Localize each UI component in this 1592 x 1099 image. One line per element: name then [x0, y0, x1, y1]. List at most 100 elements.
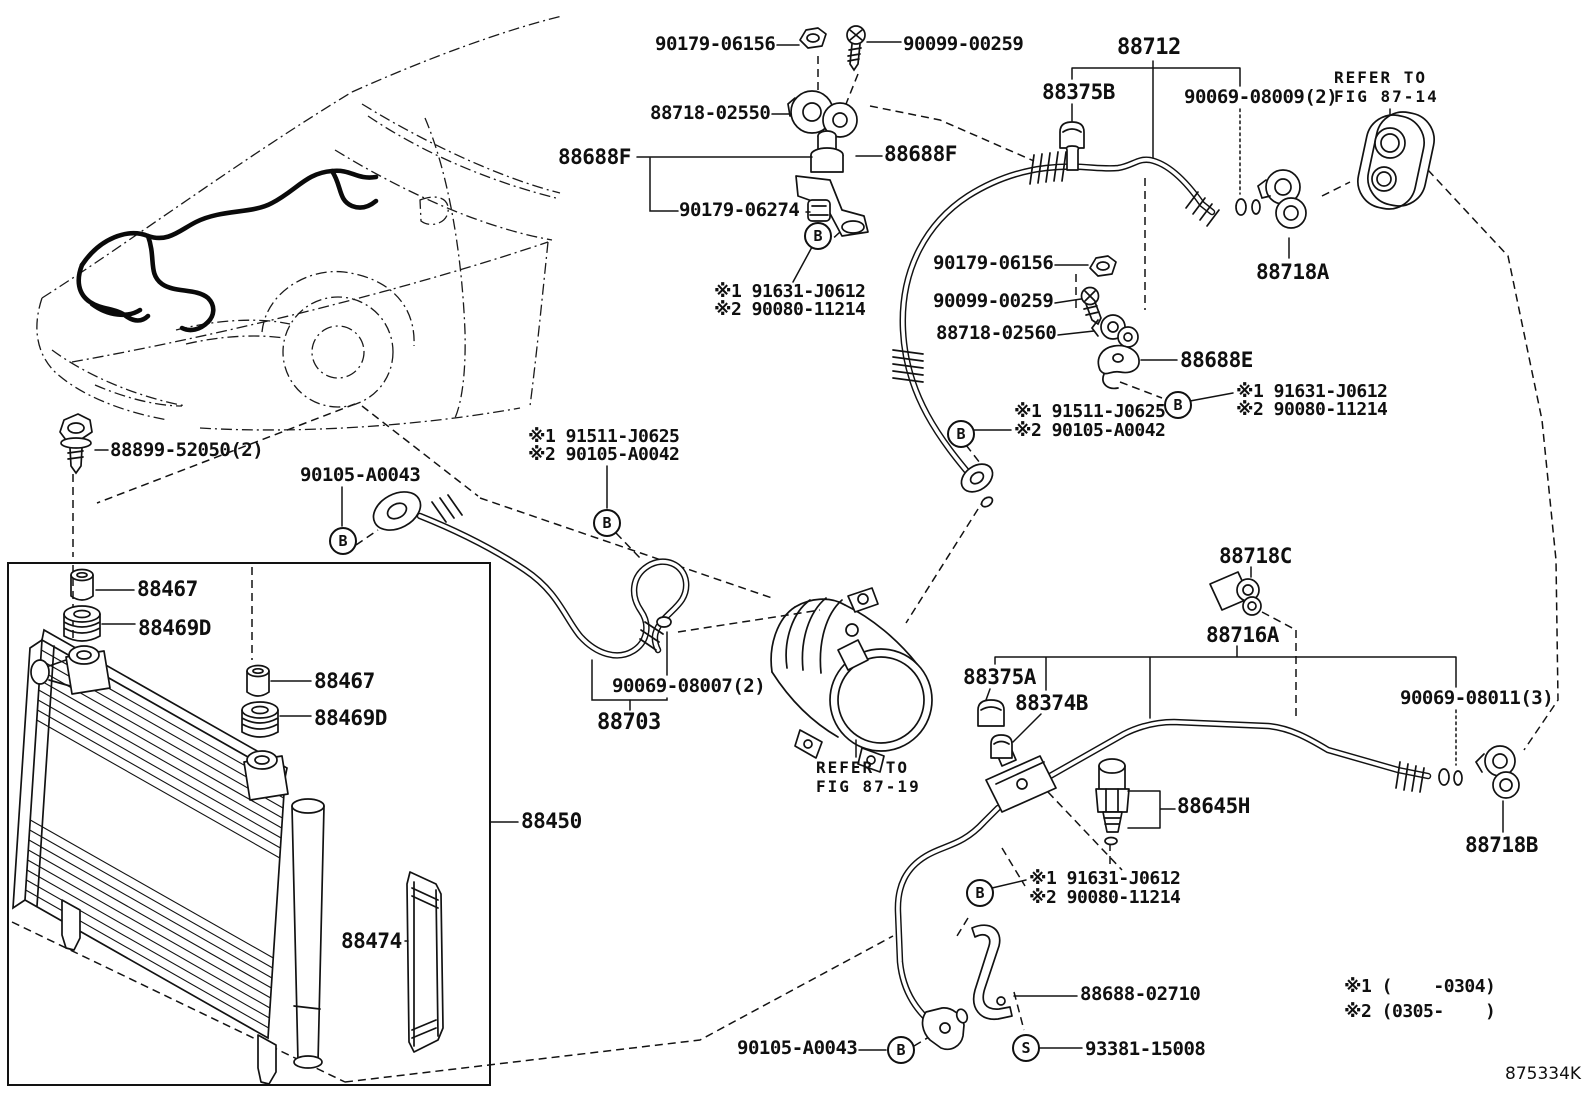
part-label: 88718C [1219, 544, 1292, 568]
part-label: ※1 91631-J0612 [1236, 381, 1388, 402]
part-label: 88467 [137, 577, 198, 601]
callout-b: B [1164, 391, 1192, 419]
part-label: ※1 91511-J0625 [1014, 401, 1166, 422]
o-ring-90069-08011-1 [1438, 768, 1450, 786]
o-ring-90069-08009-2 [1251, 199, 1261, 215]
part-label: ※1 91511-J0625 [528, 426, 680, 447]
clamp-88718-02550 [787, 90, 858, 138]
callout-b: B [966, 879, 994, 907]
valve-88688f [795, 130, 869, 237]
liquid-pipe-88716a [894, 718, 1463, 1051]
part-label: REFER TO [1334, 68, 1428, 87]
seal-88474 [406, 871, 444, 1053]
clamp-88718a [1256, 169, 1307, 229]
fasteners-and-clamps [59, 25, 1520, 1020]
part-label: 88474 [341, 929, 402, 953]
collar-88467-1 [70, 568, 94, 601]
part-label: 88375B [1042, 80, 1115, 104]
part-label: ※2 90105-A0042 [1014, 420, 1166, 441]
collar-88467-2 [246, 664, 270, 697]
part-label: FIG 87-14 [1334, 87, 1439, 106]
part-label: 88716A [1206, 623, 1279, 647]
o-ring-90069-08011-2 [1453, 770, 1463, 786]
clamp-88718-02560 [1090, 314, 1139, 348]
figure-code: 875334K [1505, 1064, 1582, 1084]
cap-88375b [1059, 121, 1085, 171]
part-label: 90099-00259 [903, 33, 1024, 55]
production-period-note: ※1 ( -0304) [1344, 976, 1496, 997]
part-label: 90105-A0043 [300, 464, 421, 486]
callout-b: B [887, 1036, 915, 1064]
part-label: 88688F [884, 142, 957, 166]
condenser-inlet-fitting [30, 645, 111, 695]
part-label: 88718B [1465, 833, 1538, 857]
part-label: 90069-08011(3) [1400, 687, 1554, 709]
part-label: ※1 91631-J0612 [1029, 868, 1181, 889]
screw-90099-00259-1 [846, 25, 866, 72]
o-ring-90069-08007 [656, 616, 672, 628]
part-label: 88718A [1256, 260, 1329, 284]
part-label: 90179-06156 [933, 252, 1054, 274]
stay-88688e [1097, 344, 1140, 390]
part-label: 88467 [314, 669, 375, 693]
part-label: ※2 90105-A0042 [528, 444, 680, 465]
nut-90179-06156-1 [799, 27, 827, 49]
part-label: 88718-02560 [936, 322, 1057, 344]
condenser-outlet-fitting [243, 750, 289, 801]
screw-90099-00259-2 [1080, 286, 1102, 326]
callout-b: B [329, 527, 357, 555]
part-label: 90179-06156 [655, 33, 776, 55]
hose-banjo-fitting [372, 491, 422, 531]
part-label: 90179-06274 [679, 199, 800, 221]
grommet-plate-fig-87-14 [1357, 111, 1435, 210]
part-label: 88469D [314, 706, 387, 730]
car-sketch [36, 15, 563, 431]
part-label: 90099-00259 [933, 290, 1054, 312]
pressure-switch-88645h [1095, 758, 1130, 846]
part-label: 88645H [1177, 794, 1250, 818]
receiver-drier [291, 798, 325, 1069]
callout-b: B [947, 420, 975, 448]
part-label: ※1 91631-J0612 [714, 281, 866, 302]
part-label: 88712 [1117, 35, 1181, 60]
part-label: 88688-02710 [1080, 983, 1201, 1005]
leader-lines [94, 41, 1504, 1051]
production-period-note: ※2 (0305- ) [1344, 1001, 1496, 1022]
stay-88688-02710 [971, 924, 1013, 1020]
part-label: 90069-08009(2) [1184, 86, 1338, 108]
pipe-flange [921, 1007, 969, 1051]
condenser-assembly [7, 562, 491, 1086]
nut-90179-06274 [807, 199, 831, 222]
cap-88375a [977, 699, 1005, 727]
part-label: 88374B [1015, 691, 1088, 715]
part-label: 90105-A0043 [737, 1037, 858, 1059]
part-label: 90069-08007(2) [612, 675, 766, 697]
engine-bay-piping-highlight [76, 168, 379, 333]
grommet-88469d-2 [241, 701, 279, 738]
part-label: 88375A [963, 665, 1036, 689]
part-label: ※2 90080-11214 [1029, 887, 1181, 908]
part-label: 88469D [138, 616, 211, 640]
part-label: 88450 [521, 809, 582, 833]
part-label: 88718-02550 [650, 102, 771, 124]
hose-ring-fitting [960, 463, 994, 493]
part-label: ※2 90080-11214 [714, 299, 866, 320]
callout-b: B [804, 222, 832, 250]
part-label: 88703 [597, 710, 661, 735]
callout-s: S [1012, 1034, 1040, 1062]
part-label: 88688E [1180, 348, 1253, 372]
grommet-88469d-1 [63, 605, 101, 642]
suction-hose-88712 [892, 151, 1261, 508]
o-ring-90069-08009-1 [1235, 198, 1247, 216]
part-label: FIG 87-19 [816, 777, 921, 796]
part-label: REFER TO [816, 758, 910, 777]
nut-90179-06156-2 [1089, 255, 1117, 277]
part-label: 88688F [558, 145, 631, 169]
condenser-fins [25, 649, 285, 1029]
discharge-hose-88703 [372, 491, 690, 659]
bolt-88899-52050 [59, 413, 93, 475]
part-label: 88899-52050(2) [110, 439, 264, 461]
compressor [770, 587, 933, 773]
part-label: ※2 90080-11214 [1236, 399, 1388, 420]
